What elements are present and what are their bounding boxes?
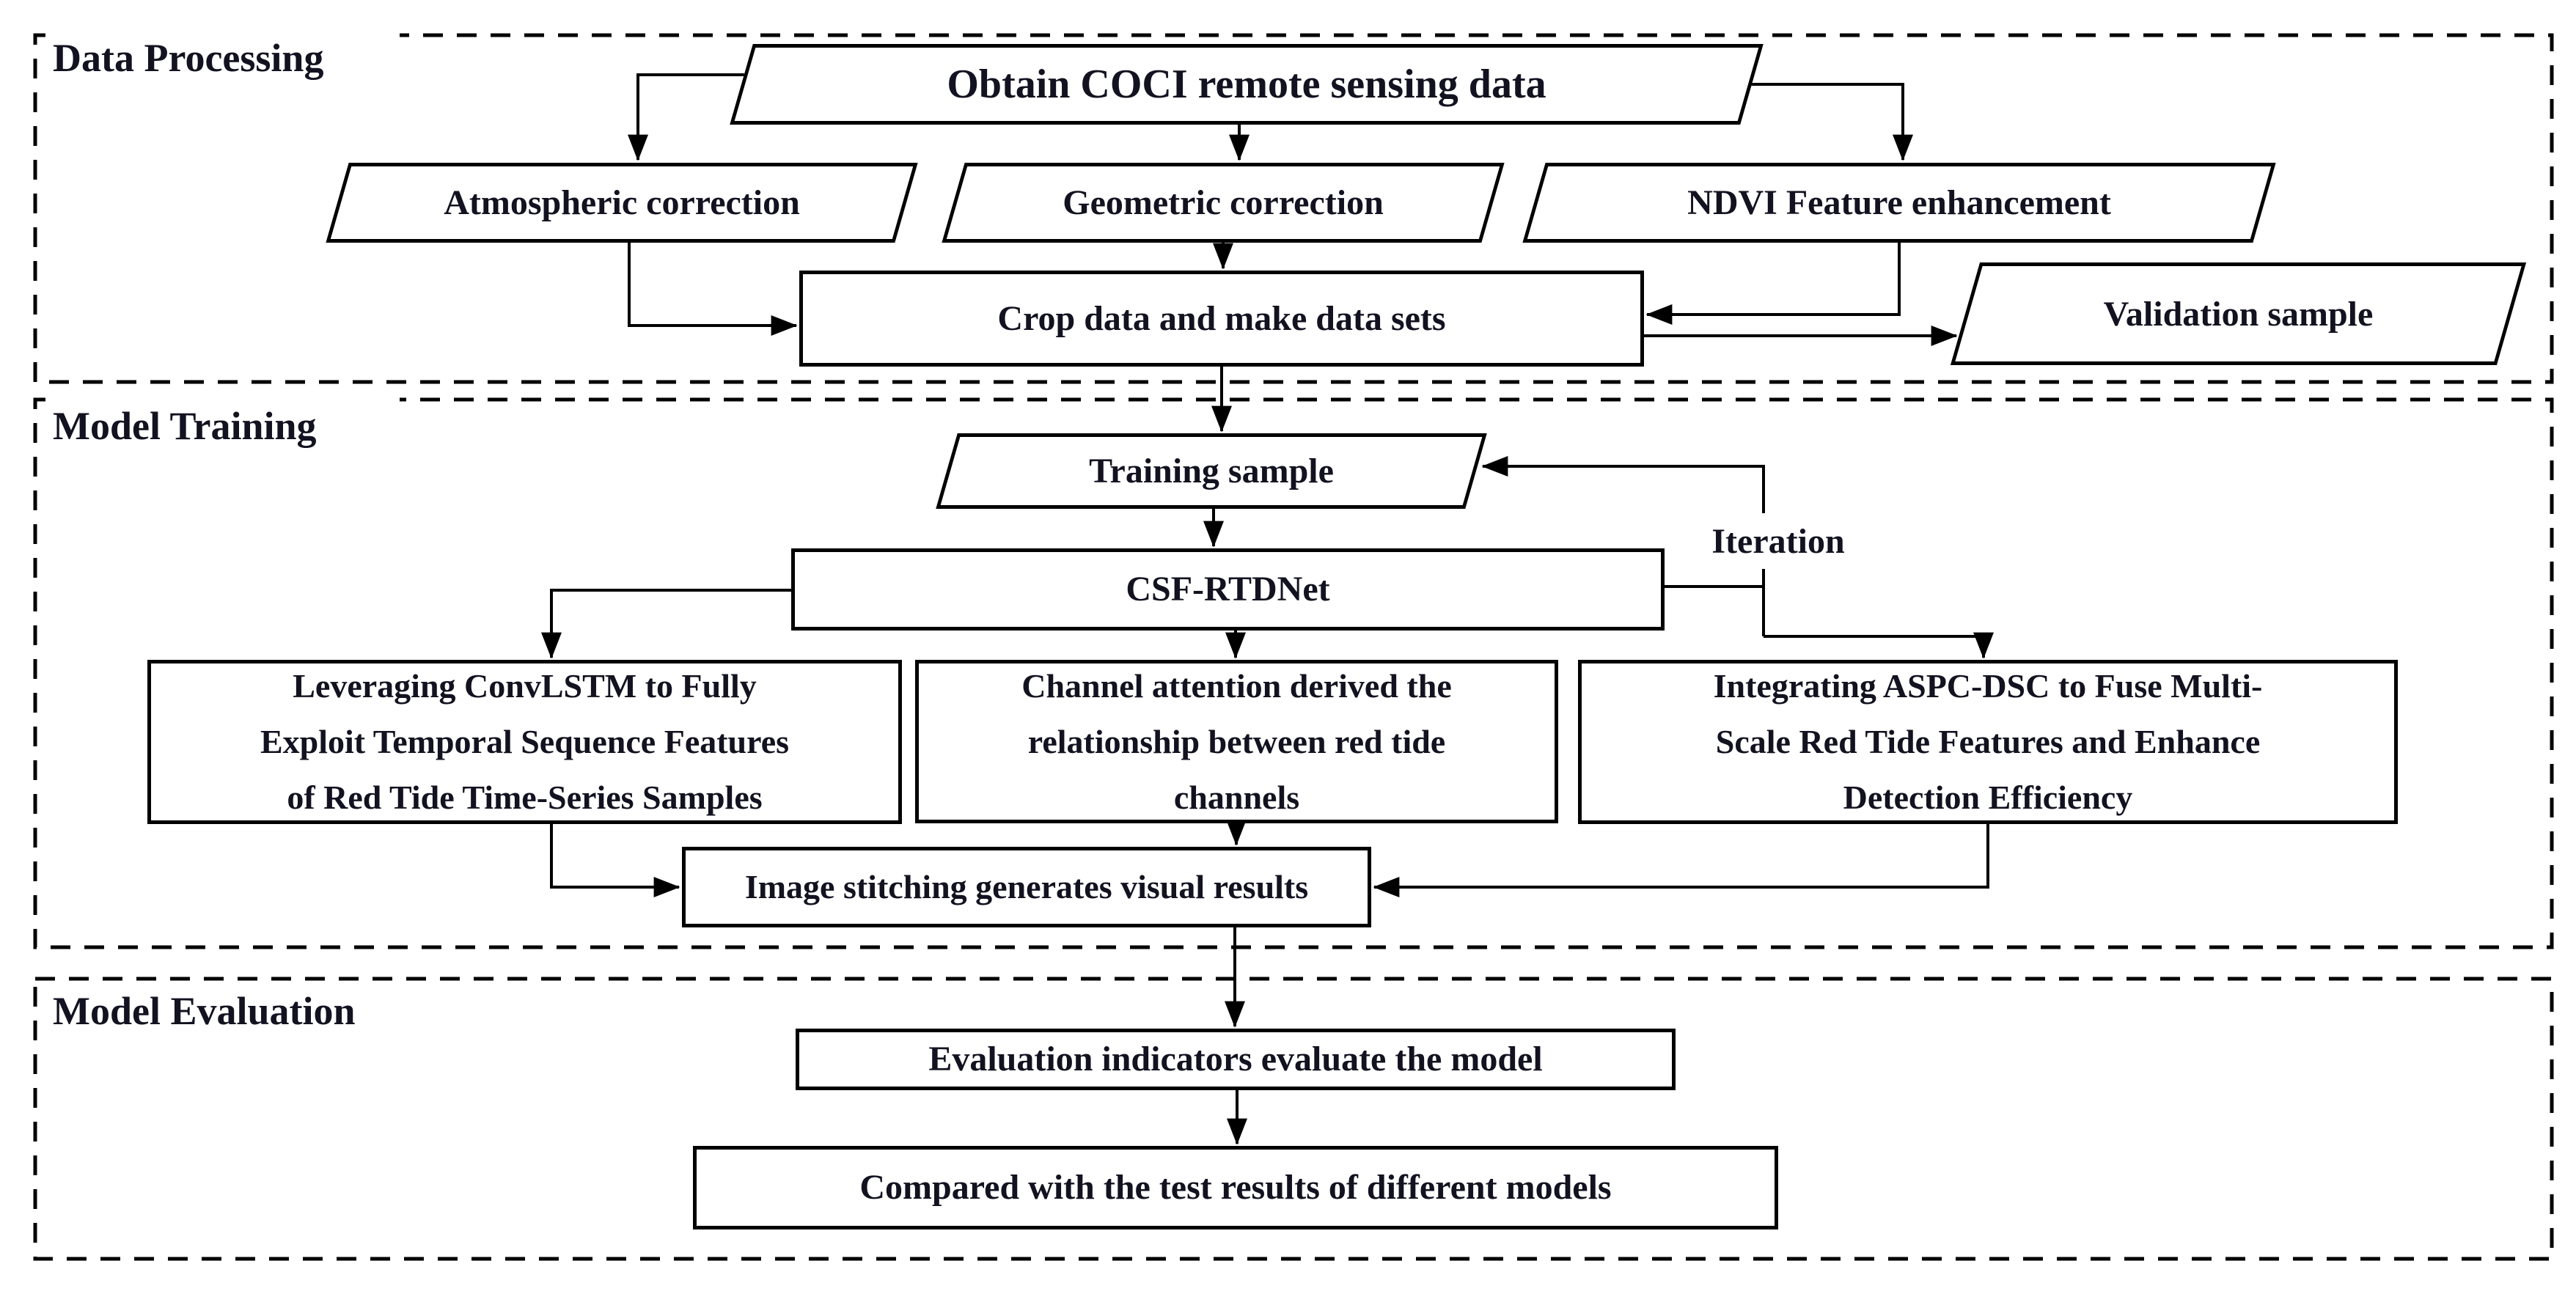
section-frame-data-processing — [33, 33, 2554, 384]
node-csf-rtdnet: CSF-RTDNet — [791, 548, 1665, 631]
section-frame-model-training — [33, 397, 2554, 949]
node-channel-attention: Channel attention derived the relationsh… — [915, 660, 1558, 823]
node-compare-models: Compared with the test results of differ… — [693, 1146, 1778, 1229]
node-training-label: Training sample — [1089, 452, 1334, 490]
node-ndvi-label: NDVI Feature enhancement — [1687, 183, 2111, 222]
iteration-label: Iteration — [1683, 513, 1874, 569]
node-validation-label: Validation sample — [2103, 294, 2374, 334]
node-csf-label: CSF-RTDNet — [1126, 570, 1330, 609]
section-label-model-training: Model Training — [53, 404, 317, 448]
node-evaluation-indicators: Evaluation indicators evaluate the model — [796, 1029, 1676, 1090]
node-aspc-dsc: Integrating ASPC-DSC to Fuse Multi- Scal… — [1578, 660, 2398, 824]
arrow-atmospheric-to-crop — [628, 243, 798, 336]
node-crop-datasets: Crop data and make data sets — [799, 271, 1644, 367]
section-label-model-evaluation: Model Evaluation — [53, 989, 356, 1033]
node-convlstm: Leveraging ConvLSTM to Fully Exploit Tem… — [147, 660, 902, 824]
node-compared-label: Compared with the test results of differ… — [859, 1168, 1612, 1207]
arrow-aspc-to-stitching — [1373, 824, 1989, 897]
node-obtain-label: Obtain COCI remote sensing data — [947, 62, 1546, 107]
section-frame-model-evaluation — [33, 977, 2554, 1261]
node-aspc-line2: Scale Red Tide Features and Enhance — [1715, 723, 2261, 760]
node-training-sample: Training sample — [936, 433, 1487, 509]
arrow-iteration-to-training — [1481, 456, 1765, 636]
arrow-iteration-to-aspc — [1764, 632, 1994, 659]
arrow-obtain-to-ndvi — [1751, 83, 1913, 161]
arrow-obtain-to-atmospheric — [628, 73, 744, 161]
node-convlstm-line2: Exploit Temporal Sequence Features — [260, 723, 790, 760]
node-image-stitching: Image stitching generates visual results — [682, 847, 1371, 927]
node-channel-line3: channels — [1173, 778, 1300, 816]
section-label-data-processing: Data Processing — [53, 36, 324, 80]
node-atmospheric-label: Atmospheric correction — [444, 183, 800, 222]
iteration-text: Iteration — [1711, 521, 1845, 561]
node-crop-label: Crop data and make data sets — [997, 298, 1446, 338]
node-atmospheric-correction: Atmospheric correction — [326, 163, 918, 243]
arrow-csf-to-convlstm — [541, 589, 791, 659]
node-aspc-line1: Integrating ASPC-DSC to Fuse Multi- — [1713, 667, 2263, 705]
node-evaluate-label: Evaluation indicators evaluate the model — [928, 1040, 1543, 1078]
node-ndvi-enhancement: NDVI Feature enhancement — [1522, 163, 2276, 243]
node-validation-sample: Validation sample — [1950, 262, 2527, 365]
node-channel-line2: relationship between red tide — [1027, 722, 1446, 760]
node-stitching-label: Image stitching generates visual results — [744, 868, 1309, 905]
node-channel-line1: Channel attention derived the — [1021, 666, 1452, 705]
node-geometric-label: Geometric correction — [1063, 183, 1384, 222]
node-convlstm-line3: of Red Tide Time-Series Samples — [287, 779, 763, 816]
node-geometric-correction: Geometric correction — [942, 163, 1505, 243]
node-convlstm-line1: Leveraging ConvLSTM to Fully — [293, 667, 757, 705]
node-aspc-line3: Detection Efficiency — [1843, 779, 2133, 816]
arrow-convlstm-to-stitching — [550, 824, 680, 897]
node-obtain-coci-data: Obtain COCI remote sensing data — [730, 44, 1764, 125]
arrow-ndvi-to-crop — [1645, 243, 1901, 325]
